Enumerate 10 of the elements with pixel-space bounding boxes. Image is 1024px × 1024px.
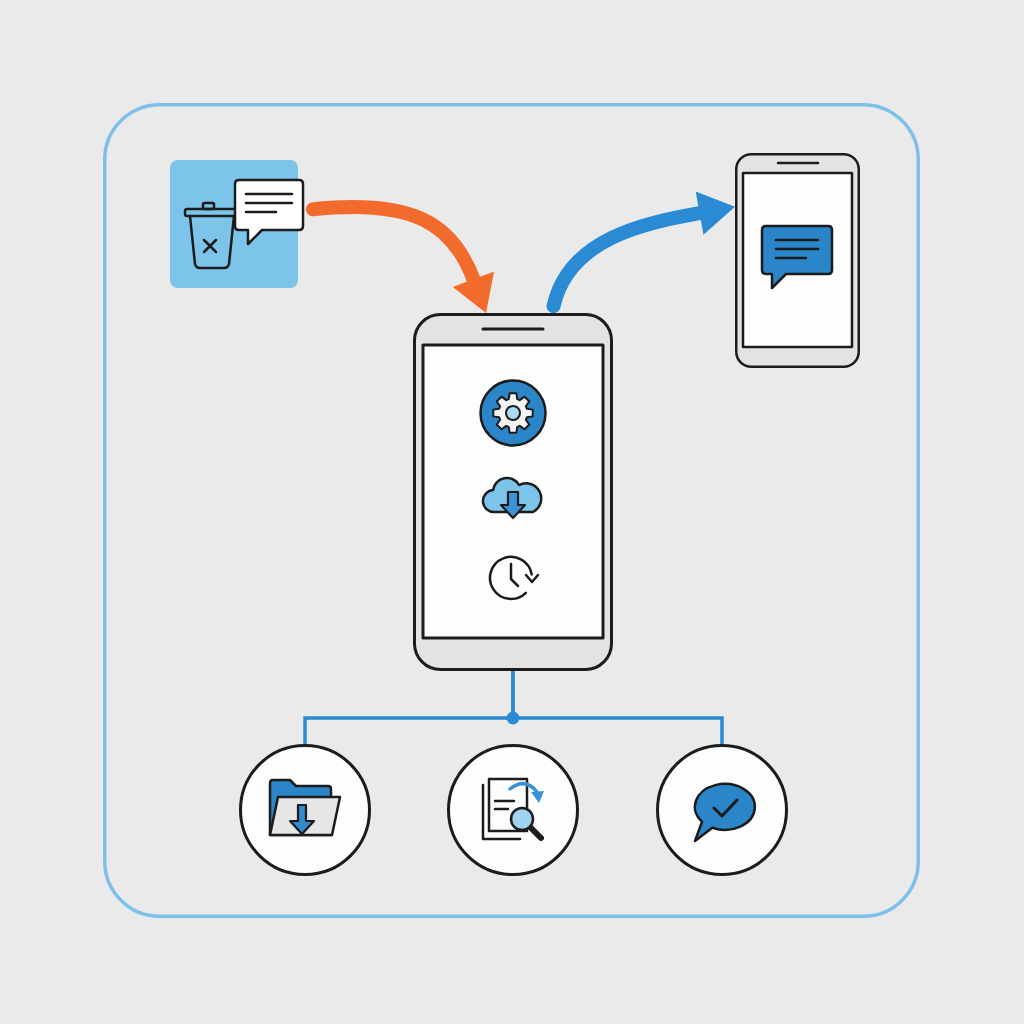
icon-circle xyxy=(656,744,788,876)
rounded-frame xyxy=(103,103,920,918)
connector-line xyxy=(511,671,724,744)
icon-circle xyxy=(447,744,579,876)
phone-illustration xyxy=(413,313,613,671)
curved-arrow xyxy=(546,191,735,314)
icon-circle xyxy=(239,744,371,876)
curved-arrow xyxy=(305,200,494,313)
trash-message-icon xyxy=(170,160,306,288)
phone-illustration xyxy=(735,153,860,368)
